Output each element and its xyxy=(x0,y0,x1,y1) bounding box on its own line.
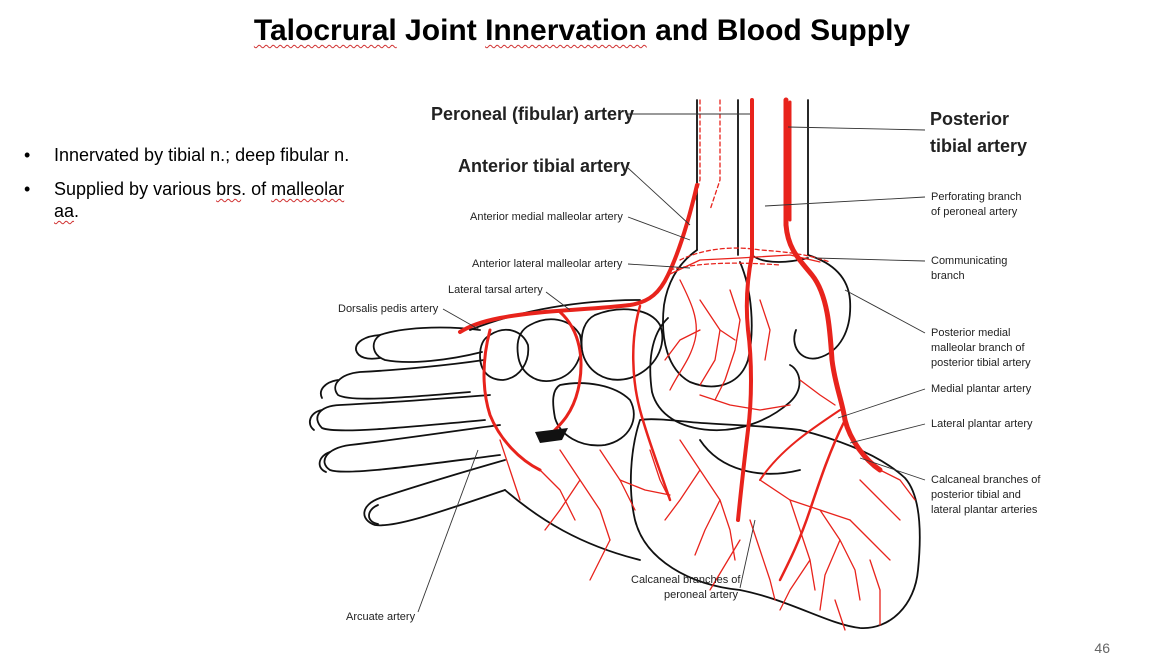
title-word-innervation: Innervation xyxy=(485,14,647,47)
peroneal-artery xyxy=(736,98,754,522)
shadow-patch xyxy=(535,428,568,443)
label-medial-plantar: Medial plantar artery xyxy=(931,383,1032,395)
label-perforating-2: of peroneal artery xyxy=(931,206,1018,218)
leader-lines xyxy=(417,113,926,613)
label-calc-post-2: posterior tibial and xyxy=(931,489,1021,501)
posterior-tibial-artery xyxy=(783,97,883,473)
label-posterior-tibial-1: Posterior xyxy=(930,109,1009,129)
label-communicating-2: branch xyxy=(931,270,965,282)
label-post-medial-2: malleolar branch of xyxy=(931,342,1025,354)
label-post-medial-3: posterior tibial artery xyxy=(931,357,1031,369)
bullet-supply-pre: Supplied by various xyxy=(54,179,217,199)
label-communicating-1: Communicating xyxy=(931,255,1007,267)
label-calc-post-3: lateral plantar arteries xyxy=(931,504,1038,516)
label-arcuate: Arcuate artery xyxy=(346,611,416,623)
label-lateral-tarsal: Lateral tarsal artery xyxy=(448,284,543,296)
label-ant-medial-malleolar: Anterior medial malleolar artery xyxy=(470,211,623,223)
label-peroneal-artery: Peroneal (fibular) artery xyxy=(431,104,634,124)
label-dorsalis-pedis: Dorsalis pedis artery xyxy=(338,303,439,315)
label-calc-post-1: Calcaneal branches of xyxy=(931,474,1041,486)
bullet-supply-malleolar: malleolar aa xyxy=(54,179,345,221)
bullet-supply-mid: . of xyxy=(241,179,272,199)
bullet-list: Innervated by tibial n.; deep fibular n.… xyxy=(24,144,374,234)
figure-labels: Peroneal (fibular) artery Anterior tibia… xyxy=(338,104,1041,623)
arteries xyxy=(458,97,916,631)
label-ant-lateral-malleolar: Anterior lateral malleolar artery xyxy=(472,258,623,270)
label-calc-peroneal-2: peroneal artery xyxy=(664,589,738,601)
label-calc-peroneal-1: Calcaneal branches of xyxy=(631,574,741,586)
label-posterior-tibial-2: tibial artery xyxy=(930,136,1027,156)
bullet-supply: Supplied by various brs. of malleolar aa… xyxy=(24,178,374,222)
anterior-tibial-artery xyxy=(458,183,699,334)
slide-title: Talocrural Joint Innervation and Blood S… xyxy=(0,14,1164,48)
bullet-supply-brs: brs xyxy=(216,179,242,199)
bullet-innervation-text: Innervated by tibial n.; deep fibular n. xyxy=(54,145,350,165)
title-word-joint: Joint xyxy=(396,14,486,47)
title-word-talocrural: Talocrural xyxy=(253,14,397,47)
title-rest: and Blood Supply xyxy=(646,14,911,47)
bone-outlines xyxy=(308,99,921,629)
page-number: 46 xyxy=(1094,640,1110,656)
bullet-innervation: Innervated by tibial n.; deep fibular n. xyxy=(24,144,374,166)
label-perforating-1: Perforating branch xyxy=(931,191,1022,203)
label-lateral-plantar: Lateral plantar artery xyxy=(931,418,1033,430)
label-post-medial-1: Posterior medial xyxy=(931,327,1010,339)
label-anterior-tibial-artery: Anterior tibial artery xyxy=(458,156,630,176)
bullet-supply-post: . xyxy=(74,201,80,221)
